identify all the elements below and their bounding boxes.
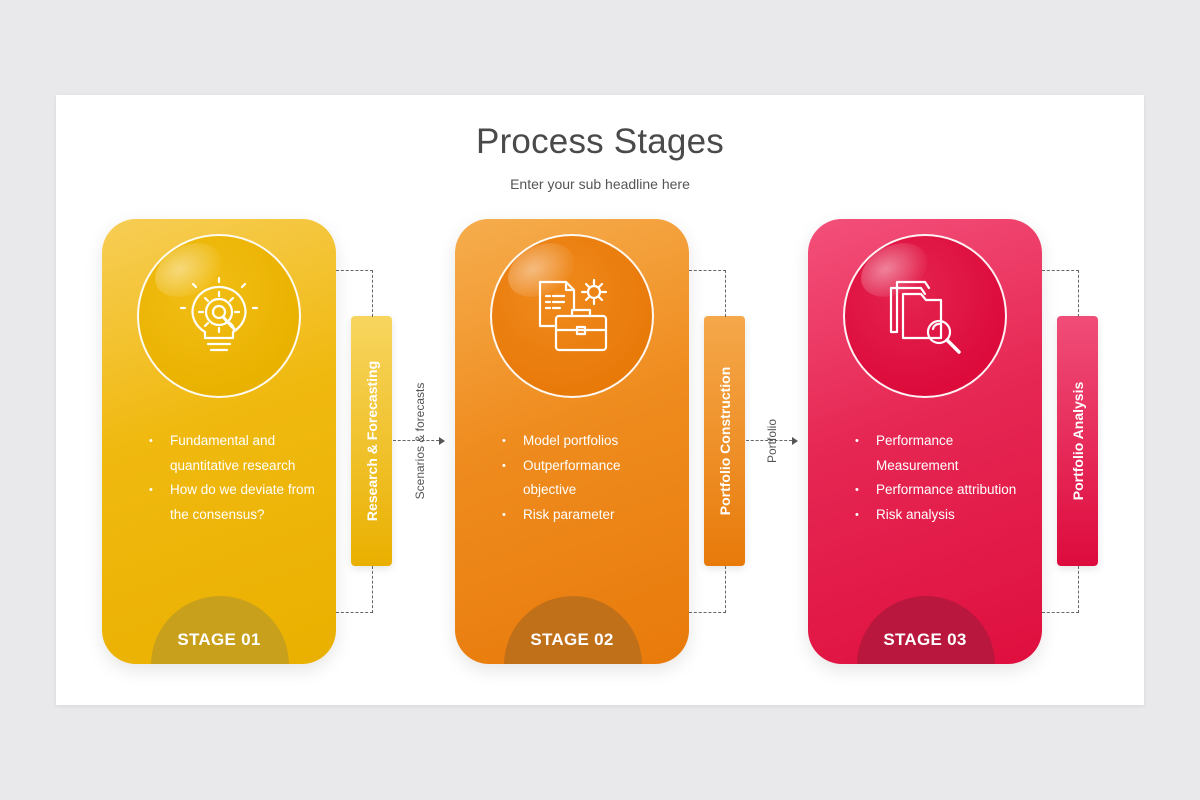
stage-1-label: STAGE 01	[177, 630, 261, 649]
stage-3-bullets: Performance Measurement Performance attr…	[854, 429, 1024, 527]
arrowhead-icon	[439, 437, 445, 445]
list-item: Outperformance objective	[501, 454, 671, 503]
list-item: Risk parameter	[501, 503, 671, 528]
list-item: Performance Measurement	[854, 429, 1024, 478]
tab-portfolio-construction: Portfolio Construction	[704, 316, 745, 566]
bracket-connector-3-bottom	[1042, 566, 1079, 613]
page-subtitle: Enter your sub headline here	[510, 176, 690, 192]
stage-card-3: Performance Measurement Performance attr…	[808, 219, 1042, 664]
list-item: Fundamental and quantitative research	[148, 429, 318, 478]
stage-2-label: STAGE 02	[530, 630, 614, 649]
page-title: Process Stages	[476, 122, 724, 161]
tab-portfolio-analysis: Portfolio Analysis	[1057, 316, 1098, 566]
arrow-line-2	[746, 440, 792, 441]
lightbulb-gear-icon	[179, 276, 259, 352]
bracket-connector-1-bottom	[336, 566, 373, 613]
connector-label-1: Scenarios & forecasts	[413, 382, 427, 500]
bracket-connector-3	[1042, 270, 1079, 317]
stage-card-1: Fundamental and quantitative research Ho…	[102, 219, 336, 664]
list-item: Performance attribution	[854, 478, 1024, 503]
connector-label-2: Portfolio	[765, 418, 779, 464]
list-item: Risk analysis	[854, 503, 1024, 528]
stage-3-label: STAGE 03	[883, 630, 967, 649]
bracket-connector-1	[336, 270, 373, 317]
stage-2-bullets: Model portfolios Outperformance objectiv…	[501, 429, 671, 527]
arrowhead-icon	[792, 437, 798, 445]
stage-3-icon-circle	[843, 232, 1007, 398]
stage-2-icon-circle	[490, 232, 654, 398]
documents-briefcase-icon	[538, 278, 608, 352]
list-item: How do we deviate from the consensus?	[148, 478, 318, 527]
list-item: Model portfolios	[501, 429, 671, 454]
folders-magnifier-icon	[889, 280, 961, 354]
bracket-connector-2	[689, 270, 726, 317]
stage-1-bullets: Fundamental and quantitative research Ho…	[148, 429, 318, 527]
bracket-connector-2-bottom	[689, 566, 726, 613]
stage-card-2: Model portfolios Outperformance objectiv…	[455, 219, 689, 664]
stage-1-icon-circle	[137, 232, 301, 398]
arrow-line-1	[393, 440, 439, 441]
tab-research-forecasting: Research & Forecasting	[351, 316, 392, 566]
